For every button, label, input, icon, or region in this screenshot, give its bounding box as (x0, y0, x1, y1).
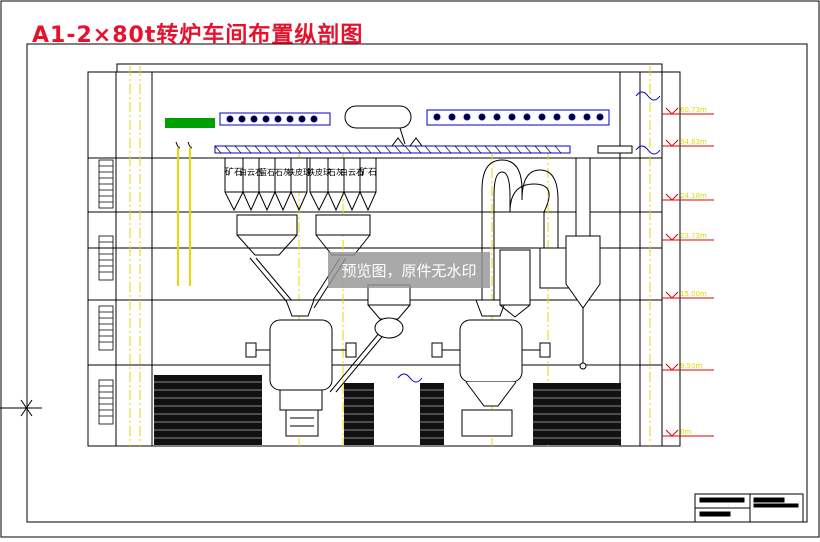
bunker-label: 白云石 (239, 167, 263, 177)
bunker-label: 铁皮球 (307, 167, 331, 177)
scrubber-tower (565, 157, 601, 370)
conveyor-top-left (219, 112, 331, 126)
support-rods (177, 148, 191, 286)
bunker-group-1-labels: 矿石 白云石 萤石 石灰 铁皮球 (225, 166, 311, 178)
equipment-tag-green (165, 118, 215, 128)
elevation-label: 9.50m (680, 362, 703, 370)
sheet-inner-border (26, 43, 808, 523)
elevation-label: 24.18m (680, 192, 707, 200)
crane-trolley (344, 105, 412, 129)
converter-1 (245, 299, 357, 437)
conveyor-top-right (426, 109, 610, 126)
bunker-label: 萤石 (259, 167, 275, 177)
gas-duct (481, 159, 571, 318)
bunker-group-2 (309, 157, 377, 256)
bunker-label: 白云石 (340, 167, 364, 177)
bunker-label: 矿石 (359, 166, 377, 178)
bunker-label: 石灰 (275, 167, 291, 177)
bunker-label: 石灰 (328, 167, 344, 177)
ground-pits (154, 375, 621, 445)
elevation-label: 0m (680, 428, 691, 436)
elevation-markers (662, 107, 714, 437)
converter-2 (431, 299, 551, 437)
bunker-group-2-labels: 铁皮球 石灰 白云石 矿石 (307, 166, 377, 178)
hopper-center (367, 284, 411, 339)
elevation-label: 60.73m (680, 106, 707, 114)
title-block (694, 493, 804, 523)
centerlines (129, 66, 651, 446)
stair-blocks (98, 159, 114, 425)
elevation-label: 23.73m (680, 232, 707, 240)
drawing-title: A1-2×80t转炉车间布置纵剖图 (32, 23, 364, 48)
preview-watermark: 预览图，原件无水印 (328, 252, 490, 288)
break-marks (397, 91, 661, 383)
elevation-label: 15.00m (680, 290, 707, 298)
bunker-group-1 (224, 157, 308, 256)
ground-pits-grid (154, 381, 621, 439)
distribution-conveyor (214, 137, 633, 154)
bunker-label: 铁皮球 (287, 167, 311, 177)
crosshair-icon (0, 399, 42, 417)
bunker-label: 矿石 (225, 166, 243, 178)
elevation-labels: 60.73m 34.63m 24.18m 23.73m 15.00m 9.50m… (680, 106, 707, 436)
elevation-label: 34.63m (680, 138, 707, 146)
